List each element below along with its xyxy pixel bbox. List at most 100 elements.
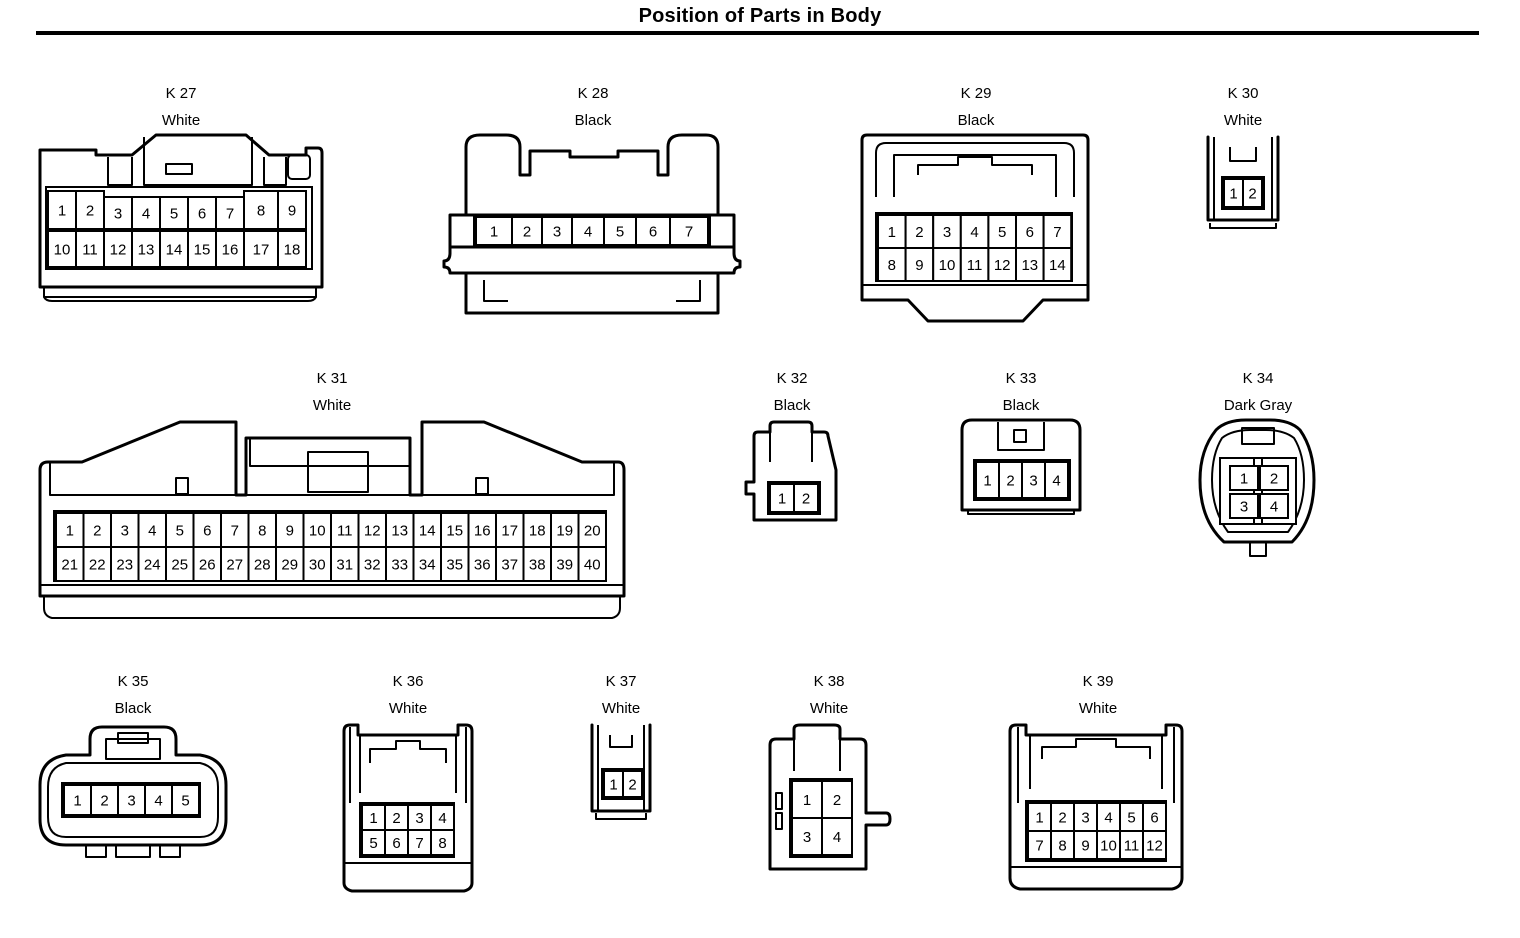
- pin-cell: [1229, 465, 1259, 491]
- pin-cell: [1142, 830, 1167, 860]
- pin-cell: [103, 196, 133, 230]
- pin-cell: [275, 512, 305, 548]
- pin-cell: [330, 546, 360, 582]
- pin-16: 16: [467, 512, 497, 548]
- pin-2: 2: [384, 804, 409, 831]
- pin-number: 15: [446, 523, 463, 540]
- pin-7: 7: [1042, 214, 1073, 249]
- pin-cell: [769, 483, 795, 513]
- pin-number: 1: [1229, 186, 1237, 203]
- pin-7: 7: [1027, 830, 1052, 860]
- pin-6: 6: [384, 829, 409, 856]
- pin-6: 6: [1142, 802, 1167, 832]
- pin-number: 1: [1240, 471, 1248, 488]
- pin-number: 3: [127, 793, 135, 810]
- pin-number: 2: [523, 224, 531, 241]
- pin-cell: [412, 546, 442, 582]
- pin-number: 14: [1049, 257, 1066, 274]
- pin-2: 2: [821, 780, 853, 819]
- pin-2: 2: [904, 214, 935, 249]
- pin-cell: [144, 784, 173, 816]
- pin-cell: [47, 230, 77, 268]
- pin-number: 21: [61, 557, 78, 574]
- pin-number: 11: [337, 523, 353, 540]
- pin-4: 4: [137, 512, 167, 548]
- pin-3: 3: [791, 817, 823, 856]
- pin-cell: [1015, 214, 1045, 249]
- pin-number: 38: [529, 557, 546, 574]
- pin-cell: [192, 546, 222, 582]
- pin-cell: [131, 230, 161, 268]
- pin-number: 2: [392, 810, 400, 827]
- pin-cell: [467, 512, 497, 548]
- pin-number: 4: [584, 224, 592, 241]
- pin-number: 4: [970, 224, 978, 241]
- pin-number: 8: [258, 523, 266, 540]
- pin-cell: [1042, 247, 1073, 282]
- connector-id-label: K 36: [392, 673, 424, 690]
- pin-10: 10: [1096, 830, 1121, 860]
- pin-cell: [669, 216, 709, 246]
- pin-number: 3: [1081, 810, 1089, 827]
- pin-13: 13: [1015, 247, 1045, 282]
- pin-number: 7: [226, 206, 234, 223]
- pin-number: 3: [943, 224, 951, 241]
- connector-color-label: White: [1078, 700, 1118, 717]
- pin-23: 23: [110, 546, 140, 582]
- connector-id-label: K 30: [1227, 85, 1259, 102]
- pin-2: 2: [622, 770, 643, 798]
- pin-cell: [791, 780, 823, 819]
- pin-number: 14: [166, 242, 183, 259]
- pin-18: 18: [277, 230, 307, 268]
- pin-number: 3: [803, 829, 811, 846]
- pin-18: 18: [522, 512, 552, 548]
- pin-number: 5: [616, 224, 624, 241]
- pin-number: 16: [222, 242, 239, 259]
- pin-number: 16: [474, 523, 491, 540]
- connector-color-label: Black: [114, 700, 152, 717]
- pin-4: 4: [131, 196, 161, 230]
- pin-number: 27: [226, 557, 243, 574]
- pin-number: 26: [199, 557, 216, 574]
- pin-cell: [1259, 465, 1289, 491]
- pin-number: 2: [1270, 471, 1278, 488]
- pin-number: 12: [994, 257, 1011, 274]
- pin-cell: [550, 546, 580, 582]
- pin-number: 32: [364, 557, 381, 574]
- pin-number: 9: [286, 523, 294, 540]
- pin-number: 5: [1127, 810, 1135, 827]
- connector-color-label: Black: [574, 112, 612, 129]
- pin-cell: [791, 817, 823, 856]
- connector-id-label: K 39: [1082, 673, 1114, 690]
- pin-number: 5: [998, 224, 1006, 241]
- pin-number: 12: [364, 523, 381, 540]
- pin-number: 9: [288, 203, 296, 220]
- pin-number: 2: [100, 793, 108, 810]
- pin-cell: [159, 196, 189, 230]
- pin-2: 2: [511, 216, 543, 246]
- connector-color-label: White: [809, 700, 849, 717]
- pin-5: 5: [603, 216, 637, 246]
- pin-27: 27: [220, 546, 250, 582]
- pin-number: 5: [181, 793, 189, 810]
- pin-cell: [1015, 247, 1045, 282]
- pin-11: 11: [1119, 830, 1144, 860]
- pin-number: 35: [446, 557, 463, 574]
- pin-5: 5: [361, 829, 386, 856]
- pin-number: 6: [203, 523, 211, 540]
- pin-40: 40: [577, 546, 607, 582]
- pin-1: 1: [47, 190, 77, 230]
- title-rule: [36, 31, 1479, 35]
- pin-5: 5: [159, 196, 189, 230]
- pin-2: 2: [90, 784, 119, 816]
- pin-4: 4: [821, 817, 853, 856]
- pin-number: 24: [144, 557, 161, 574]
- pin-2: 2: [82, 512, 112, 548]
- pin-number: 6: [1150, 810, 1158, 827]
